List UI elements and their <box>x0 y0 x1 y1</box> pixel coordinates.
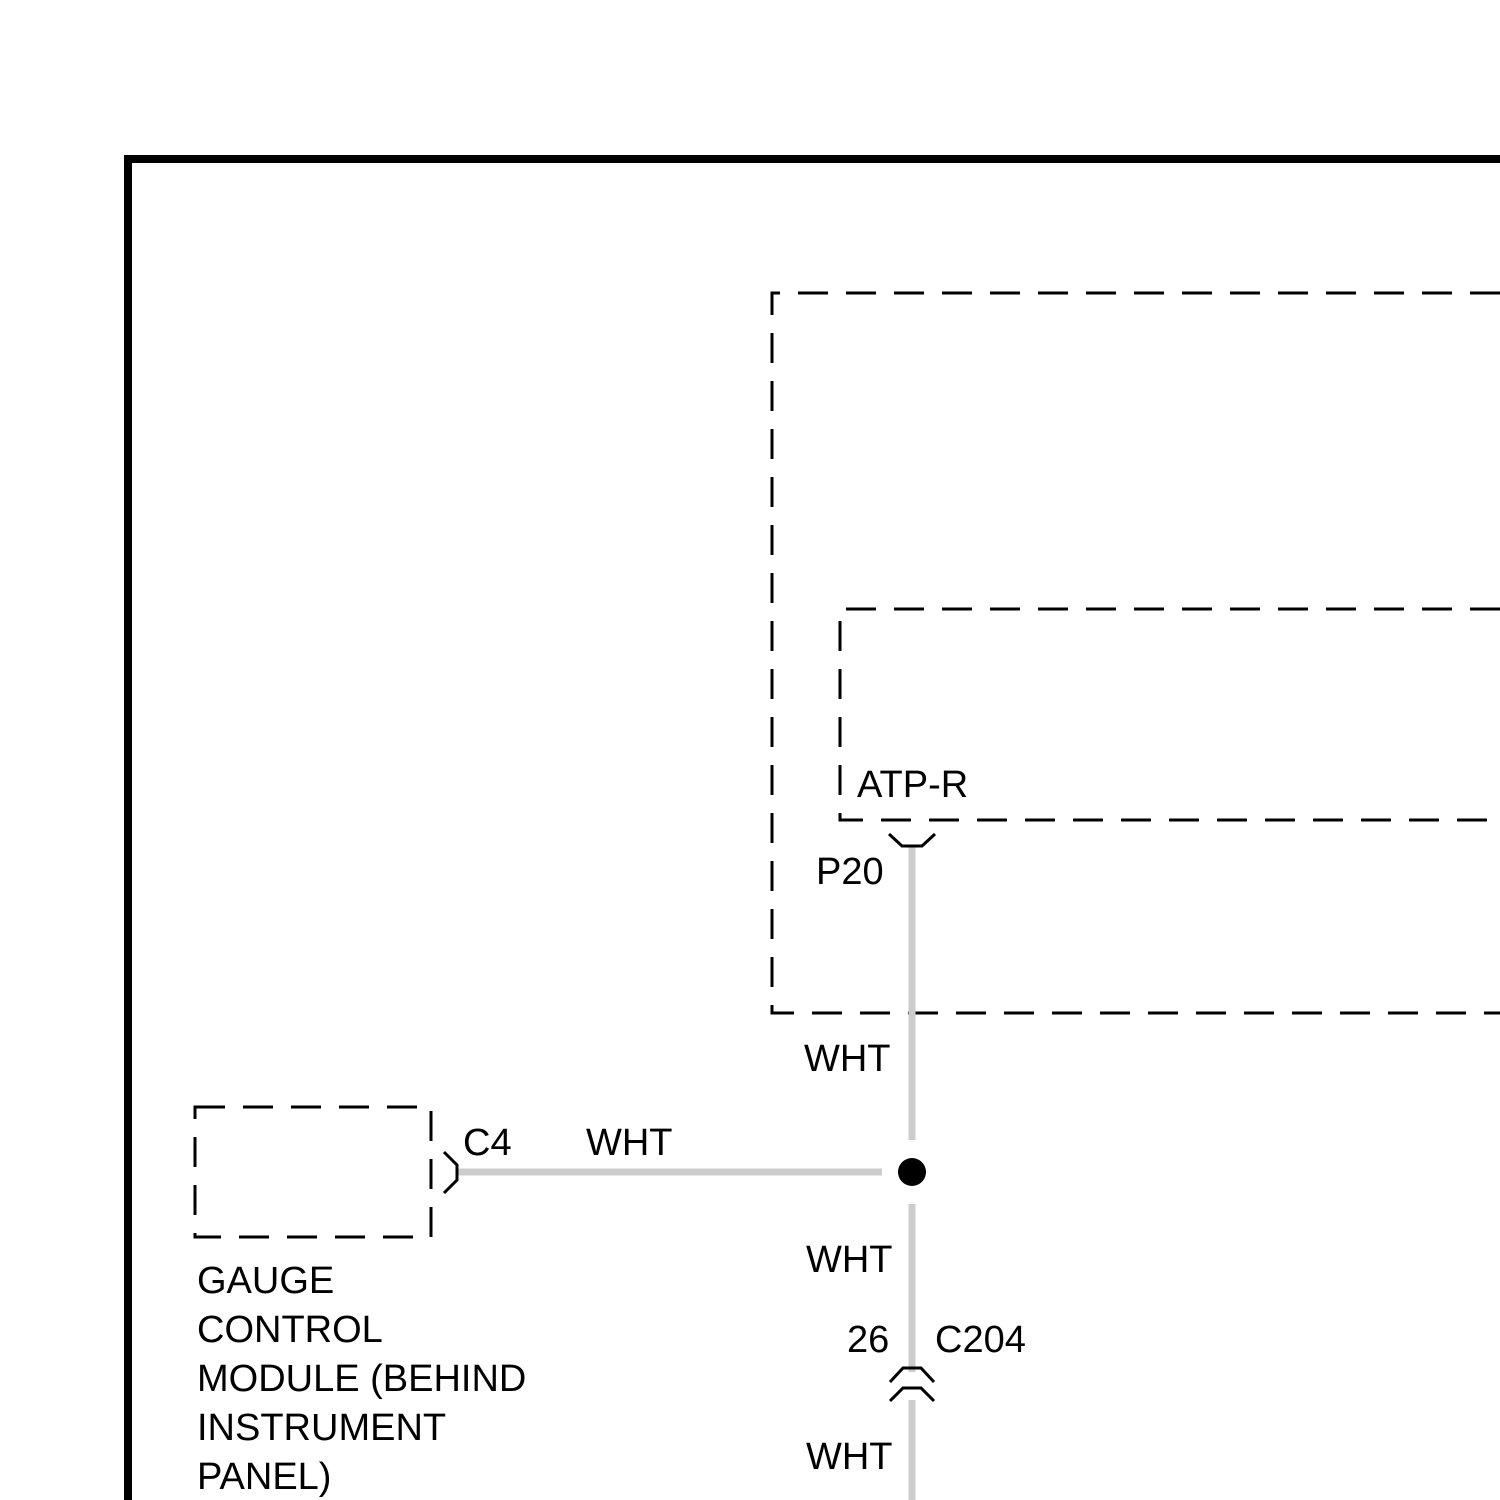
component-box-outer <box>772 293 1500 1013</box>
module-name-line-4: INSTRUMENT <box>197 1407 446 1449</box>
wire-color-label-left: WHT <box>586 1122 673 1164</box>
module-name-line-2: CONTROL <box>197 1309 383 1351</box>
wire-color-label-lower: WHT <box>806 1436 893 1478</box>
wire-color-label-upper: WHT <box>804 1038 891 1080</box>
wire-color-label-mid: WHT <box>806 1239 893 1281</box>
c204-connector-symbol-lower <box>890 1388 934 1401</box>
c4-connector-label: C4 <box>463 1122 512 1164</box>
splice-dot <box>898 1158 926 1186</box>
module-name-line-1: GAUGE <box>197 1260 334 1302</box>
module-name-line-5: PANEL) <box>197 1456 331 1498</box>
p20-connector-symbol <box>889 834 935 846</box>
c204-connector-label: C204 <box>935 1319 1026 1361</box>
p20-connector-label: P20 <box>816 851 884 893</box>
gauge-control-module-box <box>195 1107 431 1237</box>
atp-pin-label: ATP-R <box>857 764 968 806</box>
c4-connector-symbol <box>444 1152 457 1193</box>
module-name-line-3: MODULE (BEHIND <box>197 1358 526 1400</box>
c204-pin-label: 26 <box>847 1319 889 1361</box>
